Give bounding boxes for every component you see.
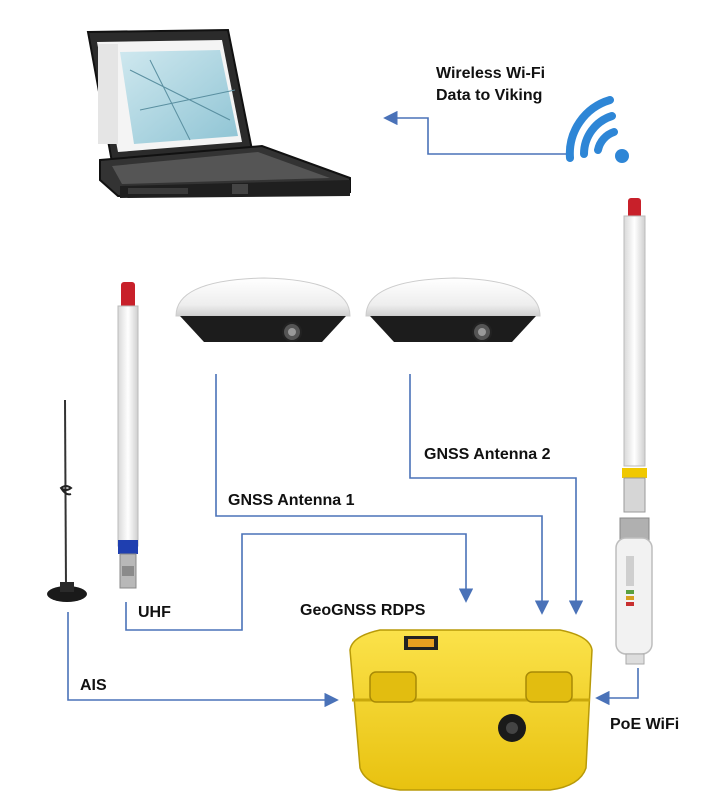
wifi-signal-icon: [565, 96, 629, 163]
gnss-antenna-1-label: GNSS Antenna 1: [228, 492, 355, 509]
ais-magnetic-antenna-icon: [47, 399, 87, 602]
wifi-antenna: [615, 198, 653, 665]
poe-wifi-label: PoE WiFi: [610, 716, 679, 733]
wifi-label-line2: Data to Viking: [436, 87, 542, 104]
uhf-whip-antenna-icon: [117, 282, 139, 589]
wifi-omni-antenna-icon: [622, 198, 647, 513]
ais-connector: [67, 612, 339, 708]
gnss1-connector: [215, 374, 550, 615]
wifi-to-laptop-connector: [383, 110, 566, 155]
rdps-label: GeoGNSS RDPS: [300, 602, 426, 619]
gnss-dome-antenna-icon: [175, 277, 351, 342]
ais-antenna: [47, 399, 87, 602]
rugged-laptop-icon: [86, 28, 351, 198]
wifi-label-line1: Wireless Wi-Fi: [436, 65, 545, 82]
gnss-antenna-2: [365, 277, 541, 342]
gnss2-connector: [409, 374, 584, 615]
gnss-antenna-2-label: GNSS Antenna 2: [424, 446, 551, 463]
gnss-dome-antenna-icon: [365, 277, 541, 342]
poe-connector: [595, 668, 639, 706]
gnss-antenna-1: [175, 277, 351, 342]
poe-bridge-icon: [615, 517, 653, 665]
uhf-label: UHF: [138, 604, 171, 621]
rugged-case-icon: [349, 629, 593, 791]
ais-label: AIS: [80, 677, 107, 694]
uhf-antenna: [117, 282, 139, 589]
uhf-connector: [125, 533, 474, 631]
